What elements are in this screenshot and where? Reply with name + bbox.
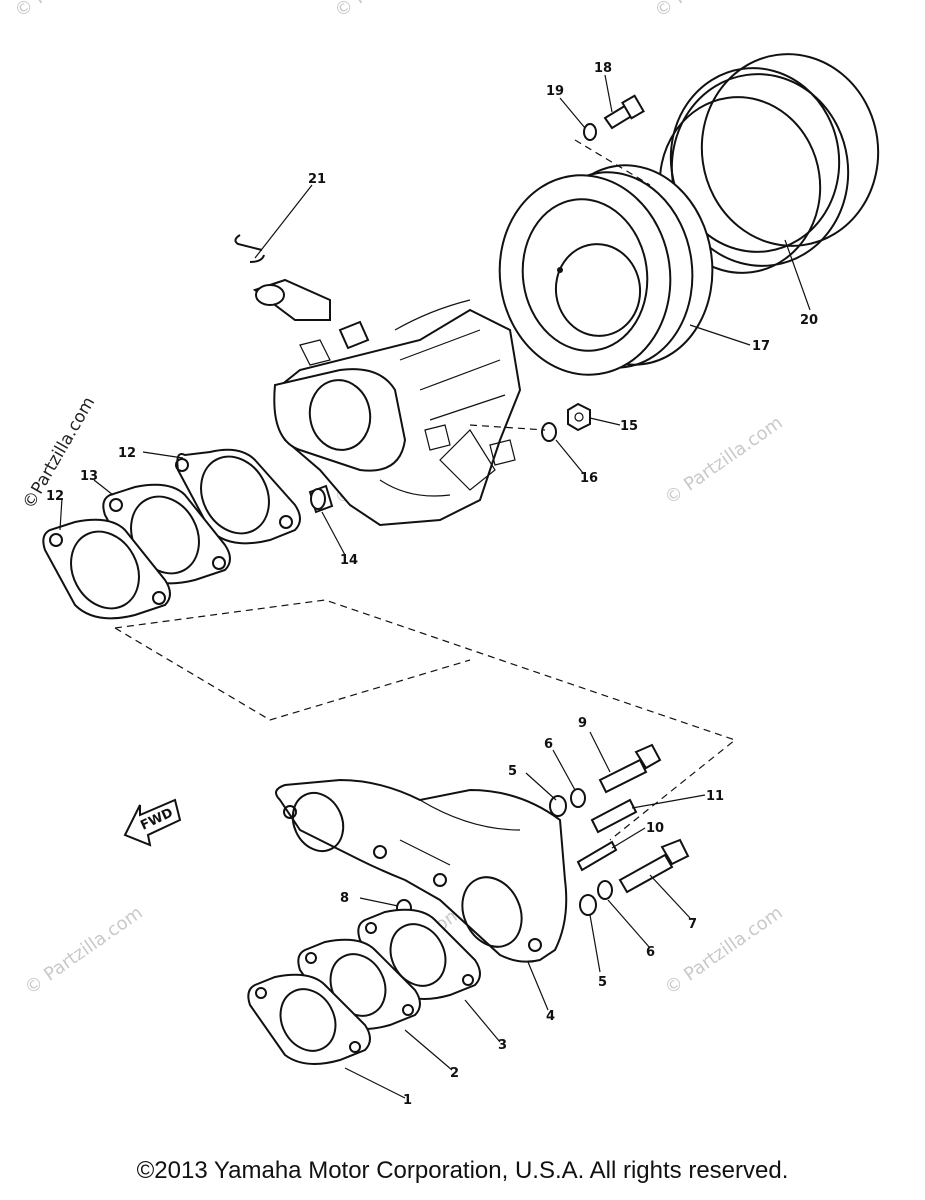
callout-9: 9 xyxy=(578,716,587,731)
callout-15: 15 xyxy=(620,419,638,434)
callout-6-lower: 6 xyxy=(646,945,655,960)
callout-10: 10 xyxy=(646,821,664,836)
callout-8: 8 xyxy=(340,891,349,906)
part-21-clip xyxy=(234,234,265,263)
part-16-washer xyxy=(541,422,557,442)
part-4-manifold xyxy=(275,778,568,963)
part-15-nut xyxy=(567,402,591,432)
part-17-pulley xyxy=(498,164,714,376)
callout-12-lower: 12 xyxy=(46,489,64,504)
part-11-stud xyxy=(590,798,638,834)
callout-14: 14 xyxy=(340,553,358,568)
carburetor-body xyxy=(252,278,522,527)
callout-4: 4 xyxy=(546,1009,555,1024)
callout-7: 7 xyxy=(688,917,697,932)
part-19-washer xyxy=(583,123,597,141)
part-14-spacer xyxy=(308,484,334,514)
callout-5: 5 xyxy=(508,764,517,779)
callout-11: 11 xyxy=(706,789,724,804)
part-5-washer-upper xyxy=(549,795,567,817)
leader-lines xyxy=(59,74,811,1099)
callouts: 1 2 3 4 5 6 7 8 9 10 11 12 13 14 15 16 1… xyxy=(46,61,818,1108)
callout-18: 18 xyxy=(594,61,612,76)
callout-20: 20 xyxy=(800,313,818,328)
part-6-washer-lower xyxy=(597,880,613,900)
guide-line-16 xyxy=(469,424,546,431)
callout-16: 16 xyxy=(580,471,598,486)
watermark: © Partzilla.com xyxy=(21,902,147,999)
callout-3: 3 xyxy=(498,1038,507,1053)
part-12-gasket-front xyxy=(42,518,171,620)
callout-13: 13 xyxy=(80,469,98,484)
part-6-washer-upper xyxy=(570,788,586,808)
watermark: © Partzilla.com xyxy=(11,0,137,22)
watermark: © Partzilla.com xyxy=(651,0,777,22)
assembly-outline xyxy=(114,599,737,841)
part-7-bolt xyxy=(618,838,690,894)
callout-21: 21 xyxy=(308,172,326,187)
watermark: © Partzilla.com xyxy=(661,902,787,999)
part-12-gasket-rear xyxy=(175,448,301,545)
callout-1: 1 xyxy=(403,1093,412,1108)
copyright-notice: ©2013 Yamaha Motor Corporation, U.S.A. A… xyxy=(136,1157,789,1184)
part-10-stud xyxy=(576,840,618,872)
callout-5-lower: 5 xyxy=(598,975,607,990)
part-18-bolt xyxy=(603,94,645,130)
callout-19: 19 xyxy=(546,84,564,99)
part-5-washer-lower xyxy=(579,894,597,916)
watermark: © Partzilla.com xyxy=(331,0,457,22)
part-1-gasket xyxy=(247,973,371,1065)
part-9-bolt xyxy=(598,743,662,794)
leader-21 xyxy=(254,184,313,259)
fwd-arrow: FWD xyxy=(123,798,182,847)
callout-12: 12 xyxy=(118,446,136,461)
callout-17: 17 xyxy=(752,339,770,354)
guide-line-18 xyxy=(574,139,651,186)
watermark: © Partzilla.com xyxy=(661,412,787,509)
callout-6: 6 xyxy=(544,737,553,752)
callout-2: 2 xyxy=(450,1066,459,1081)
